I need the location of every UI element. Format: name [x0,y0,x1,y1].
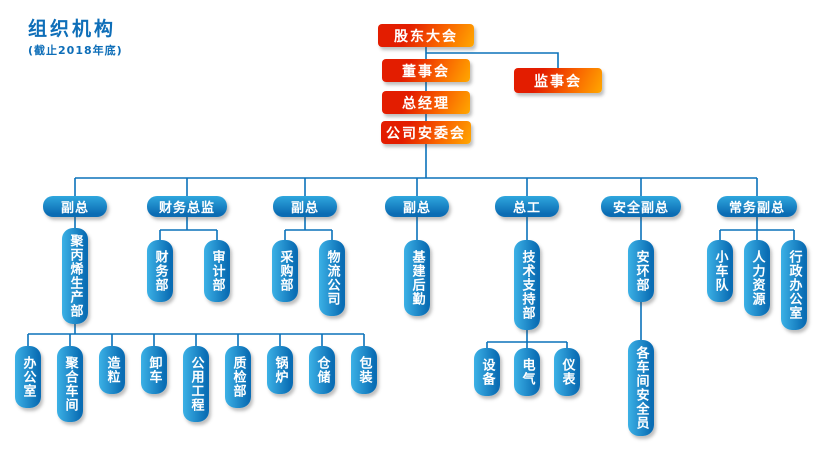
branch-box-deputy-gm-3: 副总 [385,196,449,217]
unit-box-equipment: 设备 [474,348,500,396]
dept-box-hr: 人力资源 [744,240,770,316]
branch-box-finance-director: 财务总监 [147,196,227,217]
dept-box-safety-env: 安环部 [628,240,654,302]
unit-box-boiler: 锅炉 [267,346,293,394]
page-subtitle: (截止2018年底) [28,44,123,57]
org-box-safety-committee: 公司安委会 [381,121,471,144]
unit-box-quality-inspection: 质检部 [225,346,251,408]
unit-box-packaging: 包装 [351,346,377,394]
unit-box-utilities: 公用工程 [183,346,209,422]
branch-box-safety-deputy: 安全副总 [601,196,681,217]
dept-box-workshop-safety-officers: 各车间安全员 [628,340,654,436]
dept-box-tech-support: 技术支持部 [514,240,540,330]
unit-box-warehouse: 仓储 [309,346,335,394]
branch-box-deputy-gm-1: 副总 [43,196,107,217]
org-box-shareholders-meeting: 股东大会 [378,24,474,47]
dept-box-admin-office: 行政办公室 [781,240,807,330]
unit-box-pelletizing: 造粒 [99,346,125,394]
unit-box-unloading: 卸车 [141,346,167,394]
dept-box-infrastructure: 基建后勤 [404,240,430,316]
dept-box-audit: 审计部 [204,240,230,302]
org-box-supervisory-board: 监事会 [514,68,602,93]
branch-box-deputy-gm-2: 副总 [273,196,337,217]
dept-box-purchasing: 采购部 [272,240,298,302]
org-box-general-manager: 总经理 [382,91,470,114]
unit-box-instrumentation: 仪表 [554,348,580,396]
dept-box-logistics: 物流公司 [319,240,345,316]
unit-box-electrical: 电气 [514,348,540,396]
branch-box-chief-engineer: 总工 [495,196,559,217]
unit-box-polymerization-workshop: 聚合车间 [57,346,83,422]
dept-box-pp-production: 聚丙烯生产部 [62,228,88,324]
unit-box-office: 办公室 [15,346,41,408]
branch-box-executive-deputy: 常务副总 [717,196,797,217]
dept-box-finance: 财务部 [147,240,173,302]
org-box-board-of-directors: 董事会 [382,59,470,82]
page-title: 组织机构 [28,18,117,40]
dept-box-motor-pool: 小车队 [707,240,733,302]
